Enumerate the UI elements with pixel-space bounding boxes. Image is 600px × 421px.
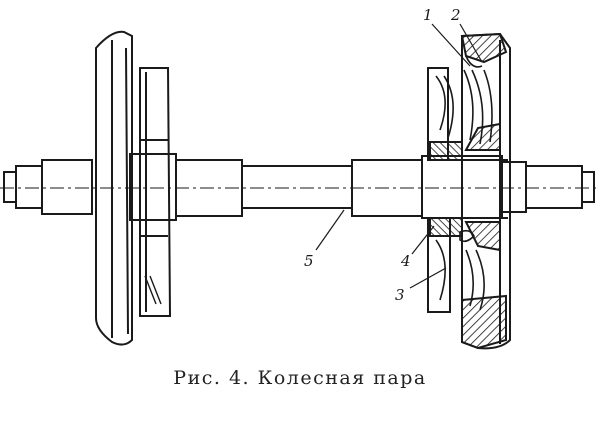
right-journal bbox=[581, 171, 595, 203]
right-axle-neck bbox=[525, 165, 583, 209]
tyre-section bbox=[460, 32, 508, 64]
figure-caption: Рис. 4. Колесная пара bbox=[173, 367, 427, 389]
leader-4 bbox=[411, 225, 435, 255]
axle bbox=[3, 153, 595, 221]
left-wheel bbox=[95, 30, 172, 346]
callout-5: 5 bbox=[304, 252, 314, 270]
leader-2 bbox=[459, 23, 483, 63]
leader-1 bbox=[431, 23, 471, 67]
leader-3 bbox=[409, 267, 447, 289]
leader-5 bbox=[315, 209, 345, 251]
retaining-ring bbox=[465, 55, 483, 68]
left-journal bbox=[3, 171, 17, 203]
callout-2: 2 bbox=[450, 6, 461, 24]
callout-4: 4 bbox=[400, 252, 411, 270]
left-collar bbox=[41, 159, 93, 215]
left-wheel-disk bbox=[139, 67, 172, 317]
left-wheel-flange bbox=[95, 30, 133, 346]
left-axle-neck bbox=[15, 165, 43, 209]
callout-3: 3 bbox=[395, 286, 405, 304]
right-collar bbox=[501, 161, 527, 213]
callout-1: 1 bbox=[423, 6, 433, 24]
right-wheel bbox=[427, 32, 511, 350]
